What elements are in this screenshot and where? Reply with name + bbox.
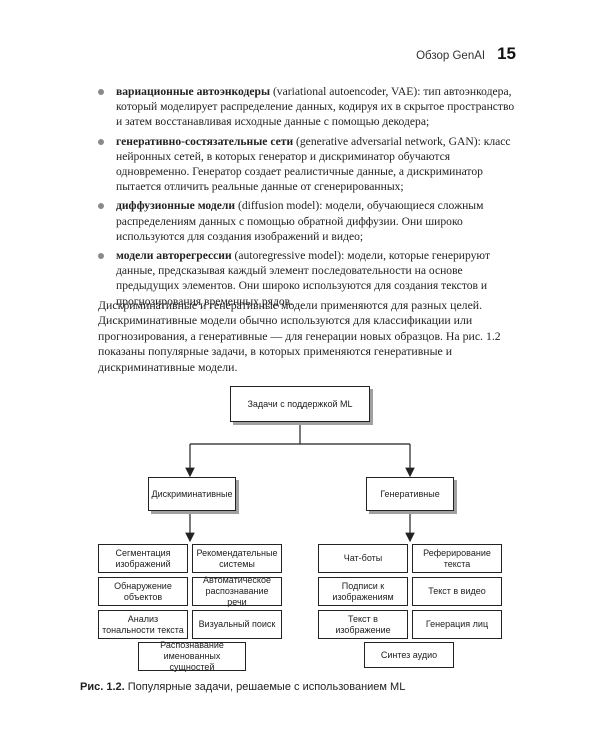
list-term: вариационные автоэнкодеры [116,85,271,98]
task-box: Текст в изображение [318,610,408,639]
list-term: генеративно-состязательные сети [116,134,294,148]
model-types-list: вариационные автоэнкодеры (variational a… [98,84,518,313]
bullet-icon [98,138,104,145]
ml-tasks-diagram: Задачи с поддержкой ML Дискриминативные … [80,380,540,680]
task-box: Генерация лиц [412,610,502,639]
list-item: диффузионные модели (diffusion model): м… [98,198,518,244]
list-item: модели авторегрессии (autoregressive mod… [98,248,518,309]
caption-text: Популярные задачи, решаемые с использова… [124,681,406,693]
generative-node: Генеративные [366,477,454,511]
bullet-icon [98,89,104,95]
task-box: Подписи к изображениям [318,577,408,606]
task-box: Распознавание именованных сущностей [138,640,246,672]
task-box: Реферирование текста [412,544,502,573]
bullet-icon [98,253,104,260]
section-title: Обзор GenAI [416,50,486,62]
list-item: вариационные автоэнкодеры (variational a… [98,84,518,130]
discriminative-node: Дискриминативные [148,477,236,511]
task-box: Синтез аудио [364,642,454,668]
body-paragraph: Дискриминативные и генеративные модели п… [98,298,501,374]
page-number: 15 [497,44,516,63]
list-item: генеративно-состязательные сети (generat… [98,134,518,195]
task-box: Сегментация изображений [98,544,188,573]
task-box: Рекомендательные системы [192,544,282,573]
running-header: Обзор GenAI 15 [416,44,516,64]
bullet-icon [98,203,104,210]
figure-caption: Рис. 1.2. Популярные задачи, решаемые с … [80,681,405,693]
list-term: модели авторегрессии [116,249,232,263]
task-box: Текст в видео [412,577,502,606]
list-text: (diffusion model): модели, обучающиеся с… [116,199,484,243]
list-text: (variational autoencoder, VAE): тип авто… [116,85,515,129]
root-node: Задачи с поддержкой ML [230,386,370,422]
caption-label: Рис. 1.2. [80,681,125,693]
task-box: Анализ тональности текста [98,610,188,639]
list-text: (generative adversarial network, GAN): к… [116,134,511,194]
list-term: диффузионные модели [116,199,236,213]
task-box: Обнаружение объектов [98,577,188,606]
diagram-connectors [185,422,415,543]
list-text: (autoregressive model): модели, которые … [116,249,491,308]
task-box: Автоматическое распознавание речи [192,575,282,607]
task-box: Визуальный поиск [192,610,282,639]
task-box: Чат-боты [318,544,408,573]
